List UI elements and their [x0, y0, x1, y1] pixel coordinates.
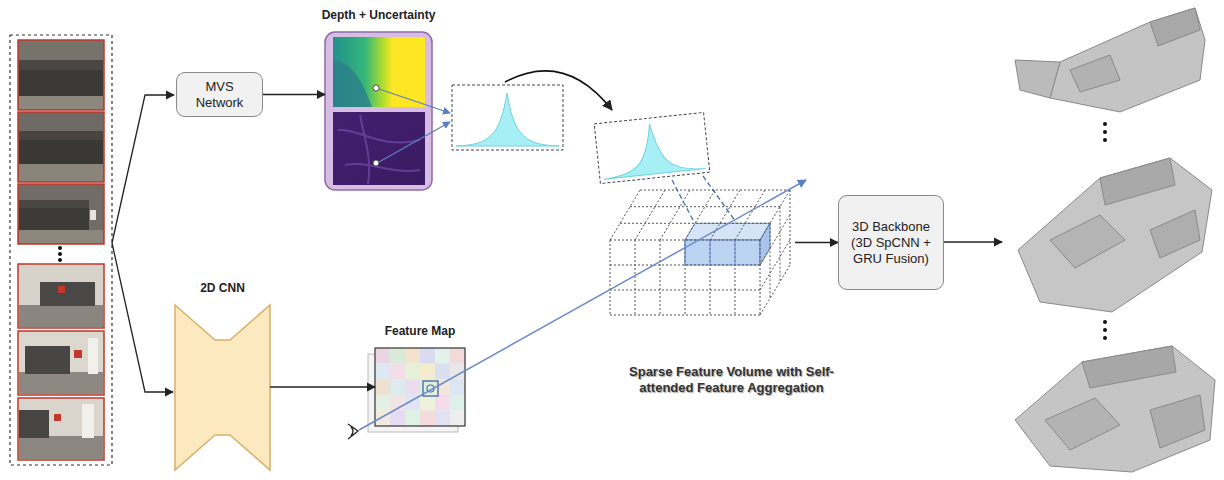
flow-arrow [795, 242, 838, 243]
mesh-reconstructions [1015, 8, 1215, 472]
input-frame [10, 35, 112, 465]
node-heading: Depth + Uncertainty [322, 8, 436, 22]
distribution-plot [452, 85, 563, 150]
input-arrow [112, 243, 173, 392]
depth-uncertainty-panel: Depth + Uncertainty [325, 32, 432, 190]
node-label: 3D Backbone (3D SpCNN + GRU Fusion) [847, 219, 935, 267]
flow-arrow [263, 94, 325, 95]
input-thumbnails [18, 40, 104, 460]
feature-map: Feature Map [375, 348, 465, 426]
camera-symbol [348, 424, 358, 439]
flow-arrow [270, 386, 375, 387]
sparse-feature-volume: Sparse Feature Volume with Self-attended… [605, 183, 795, 318]
cnn-encoder-decoder: 2D CNN [175, 305, 270, 470]
sample-ray [379, 89, 450, 113]
distribution-plot [594, 112, 710, 183]
sample-ray [379, 122, 450, 162]
curved-arrow [505, 71, 612, 110]
node-caption: Sparse Feature Volume with Self-attended… [617, 364, 846, 396]
projection-line [672, 176, 736, 222]
voxel-volume [610, 190, 790, 315]
feature-map-grid [368, 348, 465, 432]
output-arrow [944, 241, 1002, 242]
node-heading: 2D CNN [200, 281, 245, 295]
node-label: MVS Network [185, 79, 254, 111]
process-box: 3D Backbone (3D SpCNN + GRU Fusion) [838, 195, 944, 290]
cnn-shape [175, 305, 270, 470]
process-box: MVS Network [176, 72, 263, 117]
depth-panel [325, 32, 432, 190]
node-heading: Feature Map [385, 324, 456, 338]
input-arrow [112, 95, 174, 243]
